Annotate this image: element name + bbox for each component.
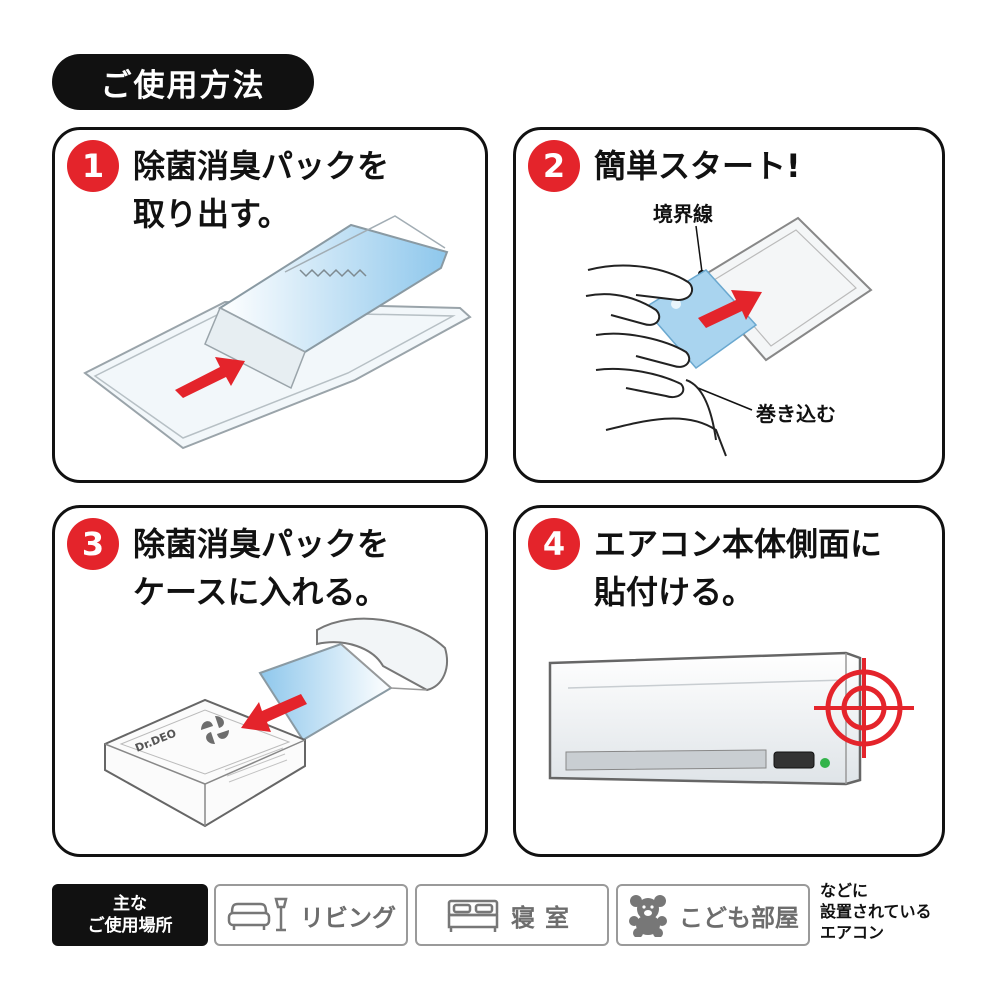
place-kids-room: こども部屋: [616, 884, 810, 946]
step-3-panel: 3 除菌消臭パックを ケースに入れる。 Dr.DEO: [52, 505, 488, 857]
step-4-panel: 4 エアコン本体側面に 貼付ける。: [513, 505, 945, 857]
pack-insert-illustration: Dr.DEO: [104, 617, 448, 828]
step-number-badge: 3: [67, 518, 119, 570]
place-label: 寝室: [511, 903, 579, 932]
step-1-panel: 1 除菌消臭パックを 取り出す。: [52, 127, 488, 483]
step-instruction-line2: ケースに入れる。: [133, 573, 388, 611]
main-usage-places-label: 主な ご使用場所: [52, 884, 208, 946]
step-2-panel: 2 簡単スタート! 境界線 巻き込む: [513, 127, 945, 483]
step-instruction: 除菌消臭パックを ケースに入れる。: [133, 520, 389, 616]
step-instruction-line2: 取り出す。: [133, 195, 290, 233]
bed-icon: [447, 899, 499, 932]
air-conditioner-illustration: [548, 651, 914, 786]
usage-label-line2: ご使用場所: [87, 916, 173, 936]
place-label: こども部屋: [679, 903, 799, 932]
step-instruction-line1: 除菌消臭パックを: [133, 525, 390, 563]
usage-label-line1: 主な: [113, 894, 147, 914]
step-instruction: エアコン本体側面に 貼付ける。: [594, 520, 882, 616]
step-instruction-line2: 貼付ける。: [594, 573, 755, 611]
step-number-badge: 4: [528, 518, 580, 570]
place-living-room: リビング: [214, 884, 408, 946]
step-instruction: 除菌消臭パックを 取り出す。: [133, 142, 389, 238]
pack-opening-illustration: [585, 216, 873, 457]
footer-note: などに 設置されている エアコン: [820, 880, 990, 943]
step-instruction-line1: 簡単スタート!: [594, 147, 801, 185]
footer-note-line1: などに: [820, 881, 869, 900]
step-instruction-line1: 除菌消臭パックを: [133, 147, 390, 185]
step-instruction-line1: エアコン本体側面に: [594, 525, 883, 563]
sofa-lamp-icon: [227, 897, 288, 932]
step-number-badge: 2: [528, 140, 580, 192]
place-bedroom: 寝室: [415, 884, 609, 946]
target-icon: [814, 658, 914, 758]
roll-in-callout: 巻き込む: [756, 402, 836, 426]
footer-note-line3: エアコン: [820, 923, 885, 942]
boundary-line-callout: 境界線: [653, 202, 713, 226]
footer-note-line2: 設置されている: [820, 902, 932, 921]
step-instruction: 簡単スタート!: [594, 142, 801, 190]
teddy-bear-icon: [629, 895, 667, 937]
step-number-badge: 1: [67, 140, 119, 192]
place-label: リビング: [300, 903, 396, 932]
page-title: ご使用方法: [52, 54, 314, 110]
pack-removal-illustration: [83, 215, 472, 450]
